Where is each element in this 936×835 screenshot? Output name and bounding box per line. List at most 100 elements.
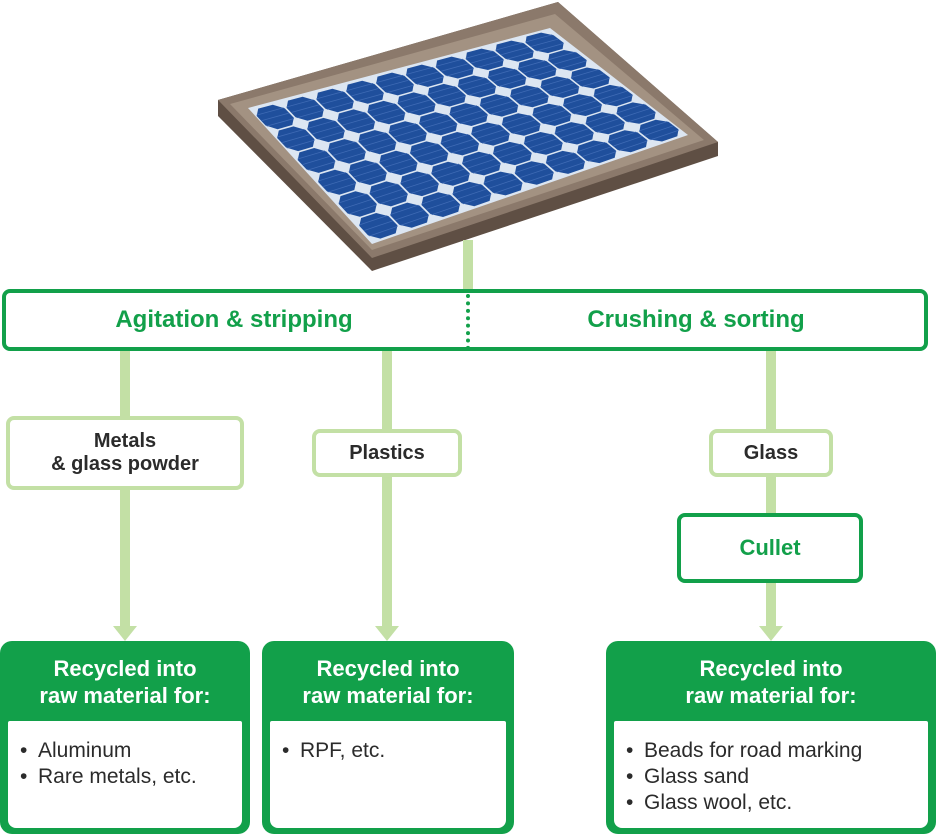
solar-cell-line <box>297 150 326 160</box>
solar-cell-line <box>374 188 403 199</box>
solar-cell-line <box>397 94 425 104</box>
solar-cell-line <box>307 161 336 171</box>
output-3-body: Beads for road marking Glass sand Glass … <box>614 721 928 828</box>
solar-cell-line <box>351 88 379 97</box>
cullet-box: Cullet <box>677 513 863 583</box>
solar-cell-line <box>323 177 352 187</box>
solar-cell-line <box>302 155 331 165</box>
solar-cell-line <box>424 119 452 129</box>
solar-cell-line <box>261 112 289 121</box>
solar-cell-line <box>574 104 603 115</box>
output-2-body: RPF, etc. <box>270 721 506 828</box>
solar-cell-line <box>321 96 349 105</box>
solar-cell-line <box>512 124 541 134</box>
solar-cell-line <box>421 194 450 205</box>
solar-cell-line <box>471 55 499 64</box>
solar-cell-line <box>348 162 377 172</box>
solar-panel-icon <box>218 2 718 271</box>
solar-cell-line <box>451 143 480 154</box>
arrow-to-output-2 <box>375 626 399 641</box>
solar-cell-line <box>546 82 574 92</box>
solar-cell-line <box>506 51 534 60</box>
solar-cell-line <box>562 95 591 106</box>
solar-cell-line <box>327 141 356 151</box>
flow-connectors <box>120 351 776 630</box>
solar-cell-line <box>525 172 554 183</box>
solar-cell-line <box>436 168 465 179</box>
solar-cell-line <box>367 103 395 112</box>
solar-cell-line <box>441 63 469 72</box>
solar-cell-line <box>388 123 417 133</box>
output-2-heading: Recycled into raw material for: <box>262 655 514 709</box>
solar-cell-line <box>607 131 637 142</box>
solar-cell-line <box>416 76 444 85</box>
solar-cell-line <box>498 148 527 159</box>
solar-cell-line <box>468 86 497 96</box>
solar-cell-line <box>429 124 458 134</box>
solar-cell-line <box>471 124 499 134</box>
solar-cell-line <box>356 93 384 102</box>
process-crushing-sorting: Crushing & sorting <box>587 306 805 333</box>
solar-cell-line <box>368 142 397 152</box>
solar-cell-line <box>613 136 642 147</box>
output-3-list: Beads for road marking Glass sand Glass … <box>614 721 928 816</box>
solar-cell-line <box>291 104 319 113</box>
solar-cell-line <box>517 60 546 69</box>
output-box-3: Recycled into raw material for: Beads fo… <box>606 641 936 834</box>
solar-cell-line <box>596 122 625 133</box>
solar-cell-line <box>644 125 674 136</box>
output-1-body: Aluminum Rare metals, etc. <box>8 721 242 828</box>
solar-cell-line <box>565 132 594 143</box>
solar-cell-line <box>457 77 486 86</box>
solar-cell-line <box>465 50 493 59</box>
material-metals-line1: Metals <box>93 430 157 452</box>
cullet-label: Cullet <box>739 535 801 560</box>
solar-cell-line <box>441 173 470 184</box>
solar-cell-line <box>369 225 398 237</box>
arrow-to-output-1 <box>113 626 137 641</box>
solar-cell-line <box>560 128 589 139</box>
output-1-list: Aluminum Rare metals, etc. <box>8 721 242 790</box>
solar-cell-line <box>449 105 477 115</box>
arrow-to-output-3 <box>759 626 783 641</box>
solar-cell-line <box>400 215 429 226</box>
output-3-item-3: Glass wool, etc. <box>626 790 928 816</box>
solar-cell-line <box>358 132 386 142</box>
solar-cell-line <box>389 163 418 173</box>
solar-cell-line <box>548 51 576 61</box>
solar-cell-line <box>585 113 614 124</box>
solar-cell-line <box>627 112 656 123</box>
solar-cell-line <box>591 118 620 129</box>
solar-cell-line <box>440 134 469 144</box>
solar-cell-line <box>485 100 513 110</box>
solar-cell-line <box>639 121 668 132</box>
solar-cell-line <box>545 152 574 163</box>
solar-cell-line <box>405 178 434 189</box>
solar-cell-line <box>490 105 519 115</box>
solar-cell-line <box>402 99 431 109</box>
output-1-heading: Recycled into raw material for: <box>0 655 250 709</box>
solar-cell-line <box>537 110 566 120</box>
material-glass-label: Glass <box>743 441 799 464</box>
process-bar <box>2 289 928 351</box>
output-1-heading-line1: Recycled into <box>53 656 197 681</box>
solar-cell-line <box>342 116 370 126</box>
solar-cell-line <box>286 99 314 108</box>
solar-cell-line <box>433 90 461 100</box>
material-plastics-label: Plastics <box>349 441 425 464</box>
process-divider <box>466 294 470 350</box>
material-metals-glass-powder: Metals & glass powder <box>6 416 244 490</box>
solar-cell-line <box>338 152 366 162</box>
output-2-item-1: RPF, etc. <box>282 738 506 764</box>
solar-cell-line <box>510 87 538 97</box>
solar-cell-line <box>369 183 398 194</box>
solar-cell-line <box>317 130 345 140</box>
solar-cell-line <box>287 139 315 149</box>
solar-cell-line <box>390 204 419 215</box>
solar-cell-line <box>463 193 492 205</box>
solar-cell-line <box>438 95 466 105</box>
solar-cell-line <box>487 68 516 78</box>
solar-cell-line <box>476 59 504 69</box>
solar-cell-line <box>523 64 551 74</box>
solar-cell-line <box>507 119 536 130</box>
